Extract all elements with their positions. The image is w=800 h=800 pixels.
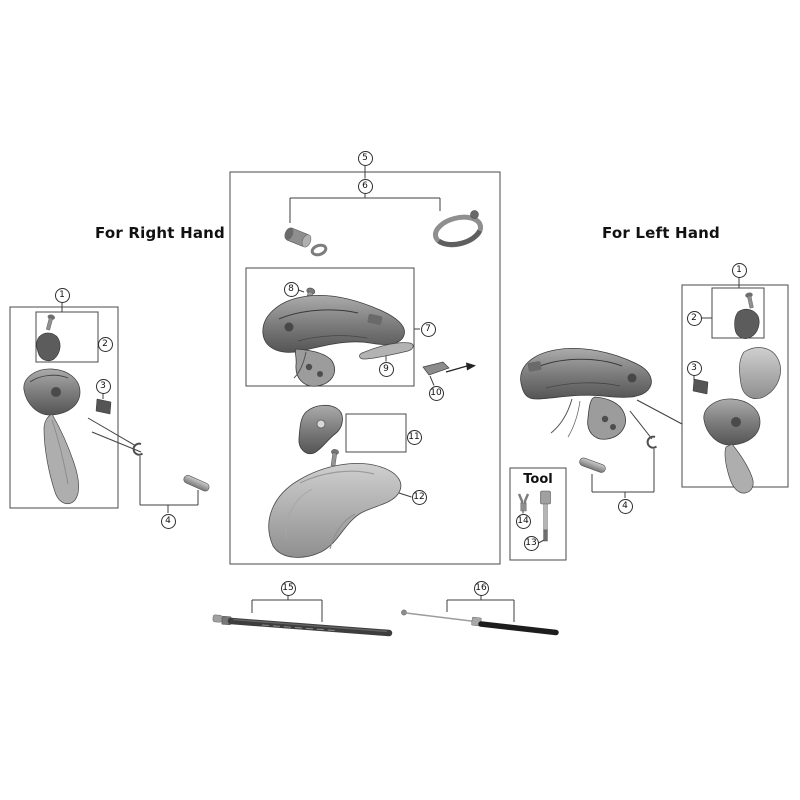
tool-box — [509, 467, 567, 561]
part-7-bracket-body — [262, 294, 405, 387]
bracket-unit-box — [245, 267, 415, 387]
callout-10-plate: 10 — [428, 385, 444, 401]
leader-lines — [61, 165, 740, 622]
callout-1-left-unit: 1 — [54, 287, 70, 303]
callout-4-left-axle: 4 — [160, 513, 176, 529]
direction-arrow — [445, 362, 476, 373]
callout-2-right-cover: 2 — [686, 310, 702, 326]
callout-4-right-axle: 4 — [617, 498, 633, 514]
right-cover-box — [711, 287, 765, 339]
right-axle-pin — [579, 457, 606, 473]
part-11-bracket — [298, 404, 343, 467]
label-tool: Tool — [523, 472, 553, 487]
right-lever-unit — [692, 292, 781, 494]
callout-9-lever-blade: 9 — [378, 361, 394, 377]
callout-1-right-unit: 1 — [731, 262, 747, 278]
left-unit-box — [9, 306, 119, 509]
tool-13-plug-tool — [540, 490, 551, 542]
part-11-box — [345, 413, 407, 453]
callout-5-main-assembly: 5 — [357, 150, 373, 166]
part-6-clamp-band — [432, 210, 484, 248]
part-9-lever-blade — [359, 342, 414, 360]
callout-7-bracket-unit: 7 — [420, 321, 436, 337]
part-6-oring — [310, 243, 328, 257]
callout-3-left-grommet: 3 — [95, 378, 111, 394]
callout-12-hood: 12 — [411, 489, 427, 505]
left-snap-ring — [132, 442, 144, 456]
left-hand-shifter-body — [520, 347, 652, 440]
callout-6-clamp-group: 6 — [357, 178, 373, 194]
left-lever-unit — [23, 314, 112, 505]
label-for-left-hand: For Left Hand — [602, 224, 720, 242]
callout-11-bracket: 11 — [406, 429, 422, 445]
cable-16-assembly — [401, 609, 559, 636]
callout-8-screw: 8 — [283, 281, 299, 297]
cable-15-assembly — [212, 614, 393, 637]
callout-13-tool: 13 — [523, 535, 539, 551]
callout-14-tool: 14 — [515, 513, 531, 529]
callout-15-cable: 15 — [280, 580, 296, 596]
tool-14-wrench — [517, 493, 530, 512]
part-10-plate — [422, 361, 450, 376]
part-12-hood-cover — [268, 463, 402, 558]
callout-3-right-grommet: 3 — [686, 360, 702, 376]
callout-16-cable: 16 — [473, 580, 489, 596]
label-for-right-hand: For Right Hand — [95, 224, 225, 242]
part-6-fitting — [284, 227, 328, 257]
right-snap-ring — [646, 435, 658, 449]
left-axle-pin — [183, 475, 210, 492]
callout-2-left-cover: 2 — [97, 336, 113, 352]
left-cover-box — [35, 311, 99, 363]
